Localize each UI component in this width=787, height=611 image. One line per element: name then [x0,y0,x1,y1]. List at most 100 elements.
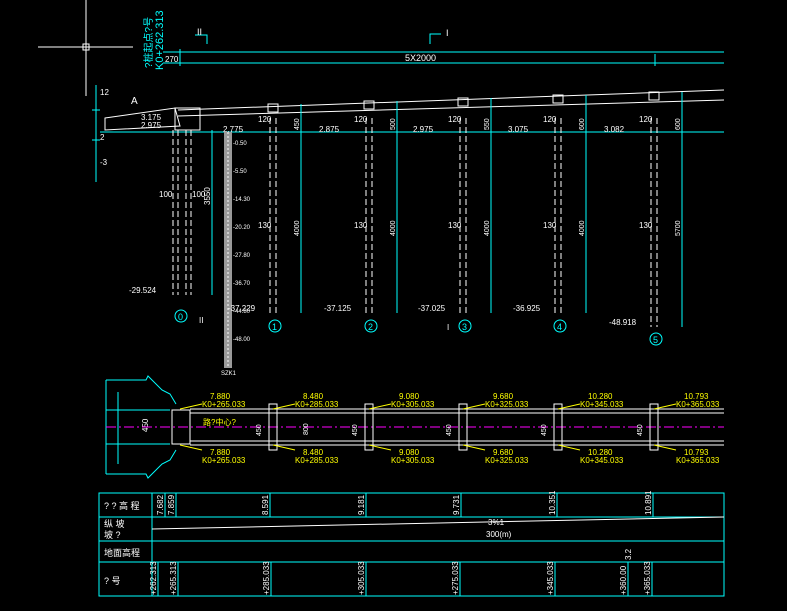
plan-pier-5 [649,403,659,451]
section-mark-ii-label: II [197,27,202,37]
pier-top-elev-4: 3.075 [508,125,529,134]
section-mark-i-bottom: I [447,323,449,332]
pier-number-circle-2 [364,319,378,333]
plan-top-elev-1: 8.480 [303,392,324,401]
table-elev-1: 7.859 [167,494,176,515]
table-slope-percent: 3%1 [488,518,505,527]
abutment-pile-width-right: 100 [192,190,206,199]
plan-bottom-station-3: K0+325.033 [485,456,529,465]
plan-top-elev-2: 9.080 [399,392,420,401]
plan-bottom-station-4: K0+345.033 [580,456,624,465]
table-slope-length: 300(m) [486,530,512,539]
plan-pier-1 [268,403,278,451]
plan-pier-width-3: 450 [446,424,453,436]
section-mark-i-top [429,33,441,44]
borehole-depth-0: -0.50 [233,141,247,147]
plan-view: 450 路?中心? 800 7.880K0+265.0337.880K0+265… [105,375,724,479]
abutment-number-circle [174,309,188,323]
plan-top-leader-1 [272,403,296,410]
plan-abutment-width: 450 [141,418,150,432]
pier-top-elev-2: 2.875 [319,125,340,134]
plan-pier-width-5: 450 [637,424,644,436]
pier-h2-4: 4000 [579,220,586,236]
plan-width-main: 800 [303,423,310,435]
plan-top-station-1: K0+285.033 [295,400,339,409]
plan-bottom-leader-2 [368,444,392,451]
plan-pier-2 [364,403,374,451]
abutment-seat-label: 270 [165,55,179,64]
section-mark-ii-bottom: II [199,316,203,325]
pier-cap-label-1: 120 [258,115,272,124]
pier-cap-label-4: 120 [543,115,557,124]
plan-bottom-elev-2: 9.080 [399,448,420,457]
elevation-scale [92,85,100,182]
pier-top-elev-5: 3.082 [604,125,625,134]
pier-h1-2: 500 [390,118,397,130]
pier-cap-label-3: 120 [448,115,462,124]
abutment-label: A [131,96,138,107]
elevation-top: 12 [100,88,109,97]
plan-top-elev-5: 10.793 [684,392,709,401]
pier-number-5: 5 [653,335,658,345]
pier-cap-3 [457,97,469,107]
plan-top-station-3: K0+325.033 [485,400,529,409]
borehole-depth-1: -5.50 [233,169,247,175]
borehole-depth-6: -44.80 [233,309,251,315]
pier-cap-4 [552,94,564,104]
plan-bottom-station-1: K0+285.033 [295,456,339,465]
plan-bottom-elev-3: 9.680 [493,448,514,457]
plan-bottom-station-0: K0+265.033 [202,456,246,465]
plan-bottom-elev-1: 8.480 [303,448,324,457]
plan-bottom-station-5: K0+365.033 [676,456,720,465]
span-total-label: 5X2000 [405,53,436,63]
table-elev-5: 10.351 [548,490,557,515]
plan-bottom-leader-1 [272,444,296,451]
table-chain-1: +265.313 [169,561,178,595]
abutment-seat-elev: 2.975 [141,121,162,130]
pier-number-2: 2 [368,322,373,332]
pier-h2-5: 5700 [675,220,682,236]
table-chain-7: +365.033 [643,561,652,595]
table-chain-3: +305.033 [357,561,366,595]
table-elev-0: 7.682 [156,494,165,515]
table-row-label-2: 坡 ? [104,529,121,540]
plan-centerline-label: 路?中心? [203,417,236,427]
table-chain-4: +275.033 [451,561,460,595]
table-row-label-1: 纵 坡 [104,518,125,529]
pier-cap-label-2: 120 [354,115,368,124]
pier-h1-5: 600 [675,118,682,130]
borehole-depth-3: -20.20 [233,225,251,231]
table-elev-4: 9.731 [452,494,461,515]
pier-h1-3: 550 [484,118,491,130]
pier-number-circle-1 [268,319,282,333]
table-chain-2: +285.033 [262,561,271,595]
plan-bottom-station-2: K0+305.033 [391,456,435,465]
borehole-name: SZK1 [221,371,237,377]
table-chain-6: +360.00 [619,565,628,595]
station-label: K0+262.313 [154,10,166,70]
abutment-depth: 3550 [203,187,212,205]
pier-h1-4: 600 [579,118,586,130]
pier-h1-1: 450 [294,118,301,130]
plan-pier-width-2: 450 [352,424,359,436]
plan-top-leader-2 [368,403,392,410]
plan-top-leader-0 [179,403,203,410]
pier-top-elev-1: 2.775 [223,125,244,134]
abutment-pile-width-left: 100 [159,190,173,199]
plan-top-station-2: K0+305.033 [391,400,435,409]
plan-bottom-leader-5 [653,444,677,451]
pier-h2-3: 4000 [484,220,491,236]
plan-top-station-5: K0+365.033 [676,400,720,409]
plan-bottom-leader-3 [462,444,486,451]
table-elev-3: 9.181 [357,494,366,515]
pier-cap-5 [648,91,660,101]
plan-deck-edges [190,408,724,446]
